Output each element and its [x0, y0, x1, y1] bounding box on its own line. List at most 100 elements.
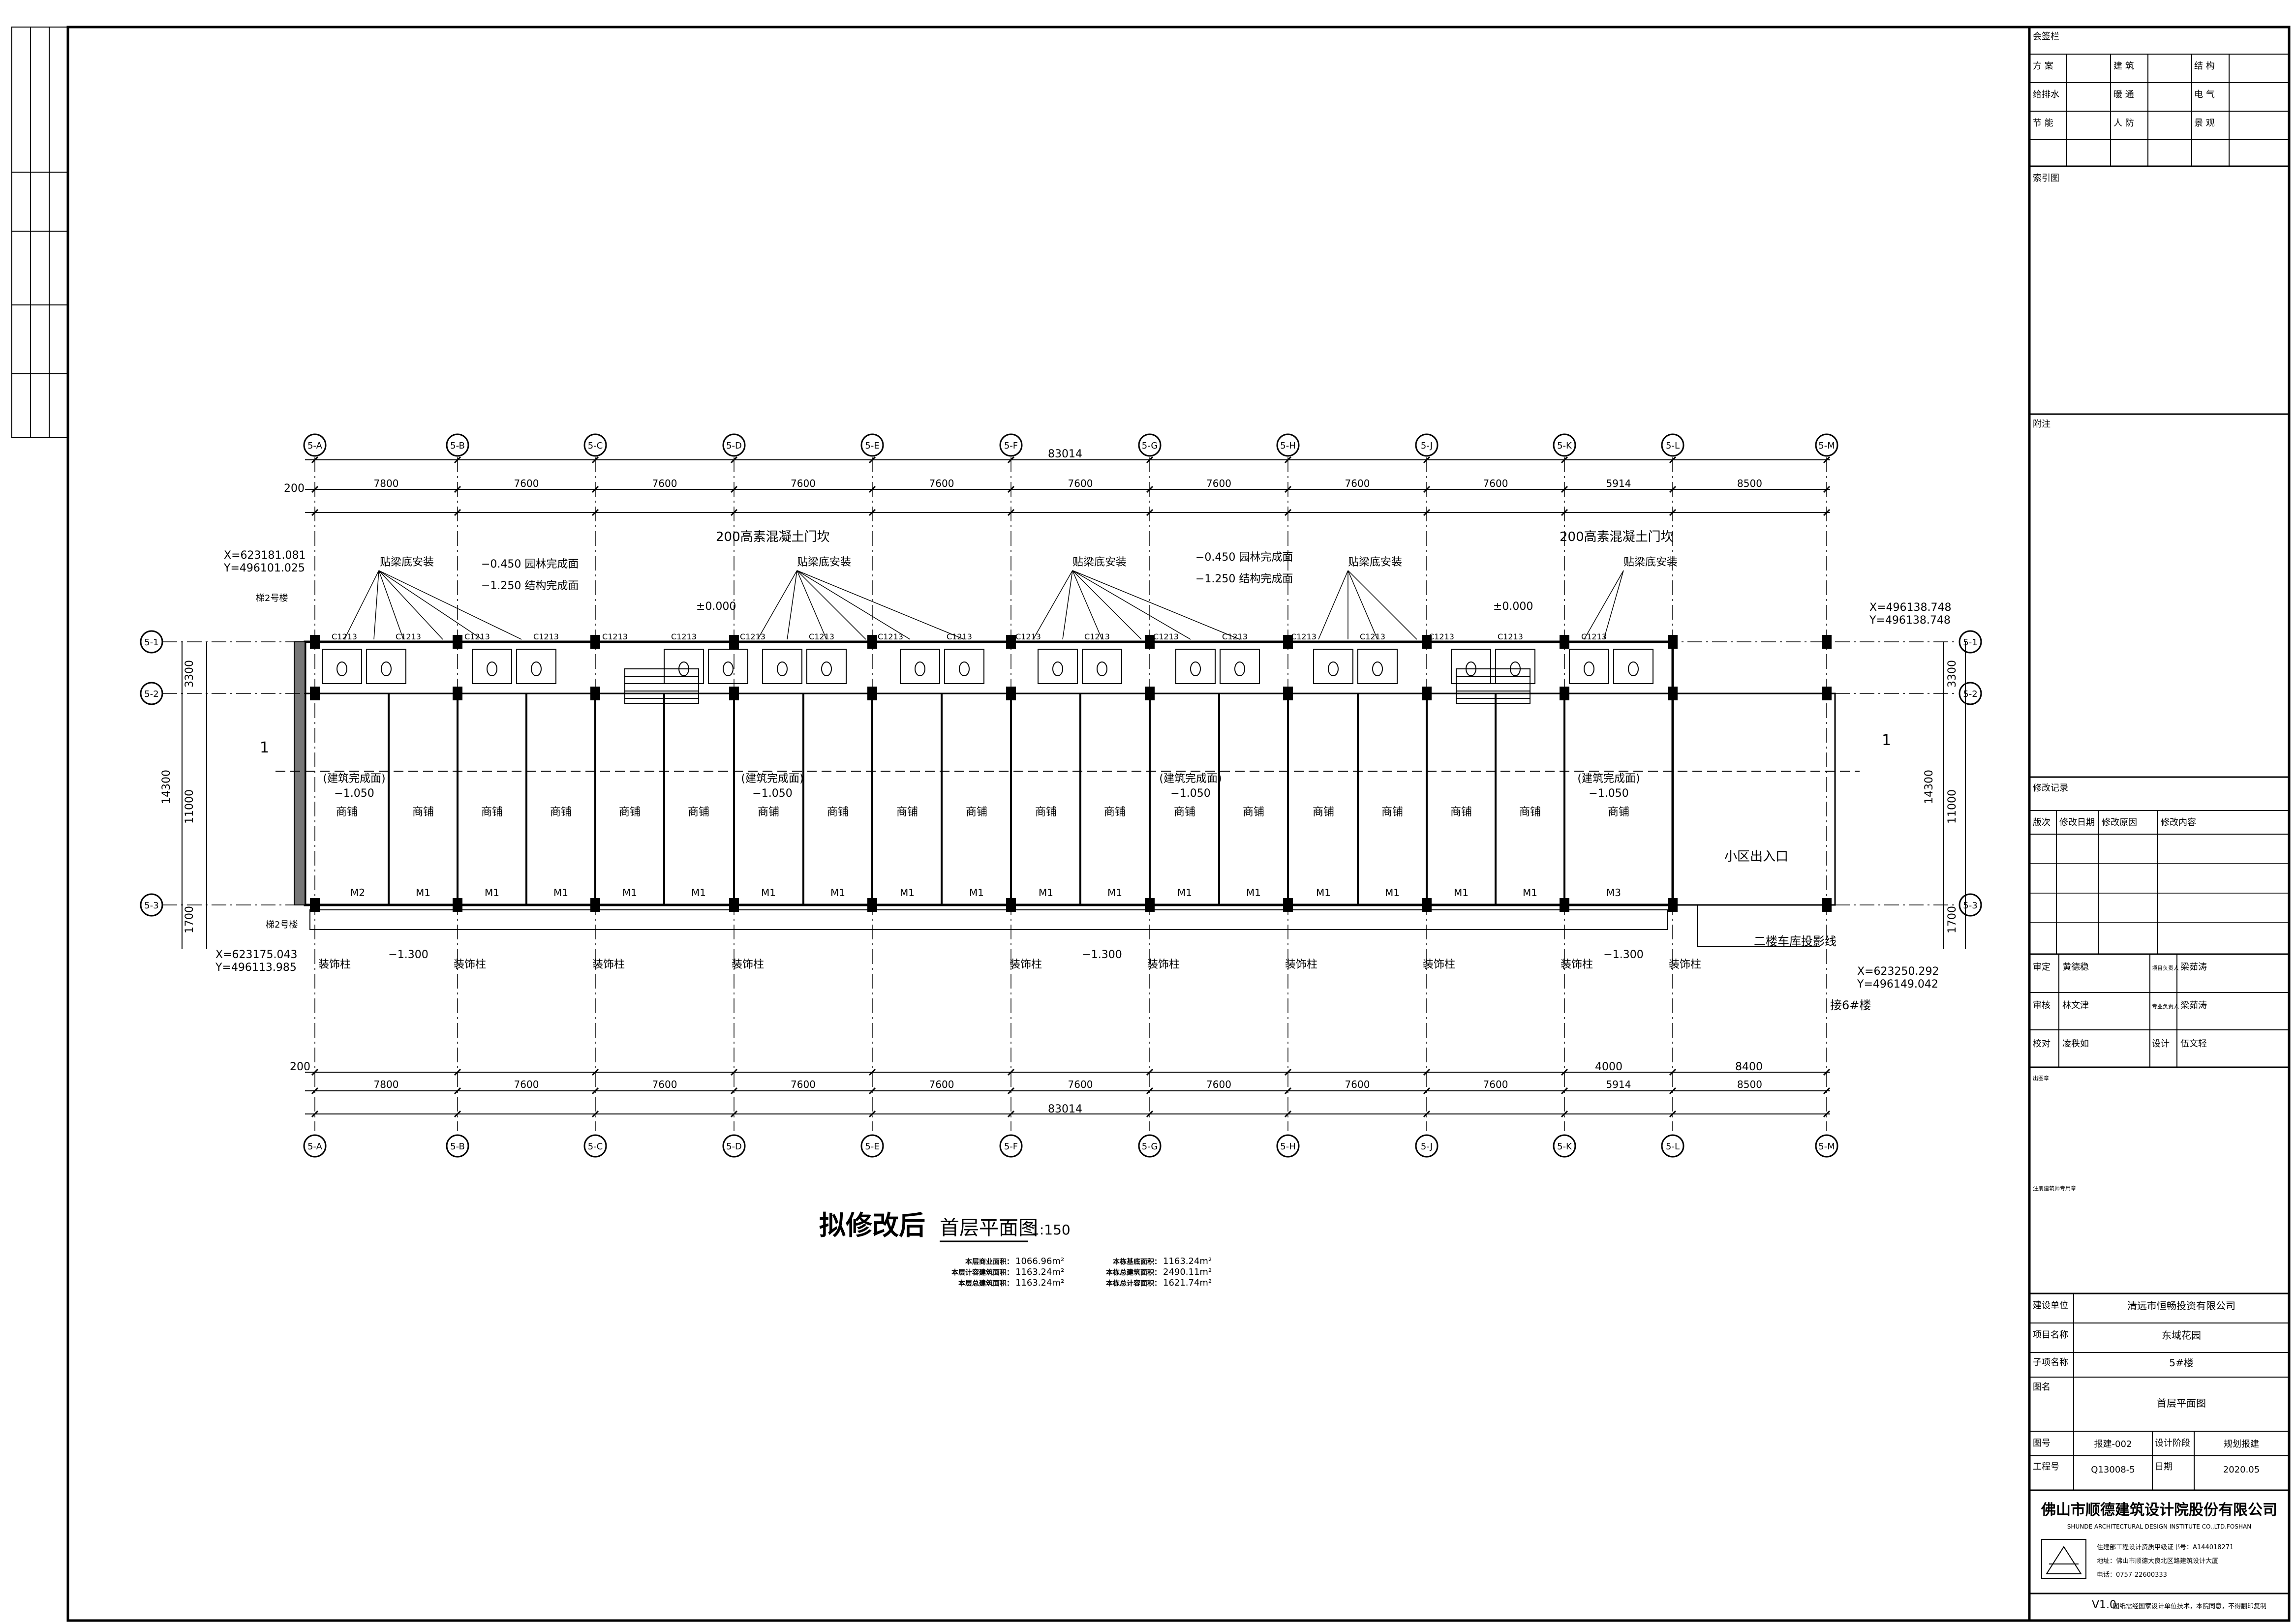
grid-bubble-label: 5-D: [726, 1142, 742, 1152]
sig-civil: 人 防: [2113, 118, 2134, 128]
shop-label: 商铺: [1608, 806, 1629, 818]
dim-tick: [730, 1068, 738, 1076]
toilet-icon: [531, 661, 542, 676]
grid-bubble: [1415, 1134, 1439, 1158]
shop-label: 商铺: [550, 806, 572, 818]
window-label: C1213: [1360, 632, 1385, 641]
dim-tick: [1823, 485, 1831, 493]
drawing-name: 首层平面图: [2157, 1397, 2206, 1409]
dim-tick: [1823, 1087, 1831, 1095]
dim-bay-top: 7600: [1068, 478, 1093, 489]
dim-bay-bottom: 7600: [1483, 1079, 1508, 1090]
grid-bubble: [999, 1134, 1023, 1158]
sig-energy: 节 能: [2033, 118, 2053, 128]
dim-bay-bottom: 7600: [1345, 1079, 1370, 1090]
stage-label: 设计阶段: [2155, 1438, 2190, 1448]
dim-tick: [1007, 1068, 1015, 1076]
toilet-icon: [1190, 661, 1201, 676]
dim-side-1700: 1700: [184, 906, 196, 933]
shop-label: 商铺: [336, 806, 358, 818]
dim-tick: [591, 1087, 599, 1095]
dim-tick: [454, 456, 461, 464]
garage-line-label: 二楼车库投影线: [1754, 934, 1837, 948]
decor-col-label: 装饰柱: [1010, 959, 1042, 971]
decor-col-label: 装饰柱: [1669, 959, 1701, 971]
door-label: M1: [1246, 887, 1261, 899]
door-label: M1: [1454, 887, 1469, 899]
grid-bubble: [583, 433, 607, 457]
dimension-lines: [182, 459, 1966, 1114]
grid-bubble-label: 5-J: [1421, 1142, 1433, 1152]
dim-bay-top: 7600: [929, 478, 954, 489]
grid-axes: 5-A5-A5-B5-B5-C5-C5-D5-D5-E5-E5-F5-F5-G5…: [140, 433, 1982, 1158]
dimension-text: 7800780076007600760076007600760076007600…: [311, 456, 1831, 1118]
window-label: C1213: [671, 632, 697, 641]
grid-bubble: [446, 1134, 469, 1158]
dim-bay-top: 7800: [374, 478, 399, 489]
project-label: 项目名称: [2033, 1330, 2068, 1340]
dim-tick: [1561, 1110, 1568, 1118]
dim-side-r-1700: 1700: [1946, 906, 1959, 933]
dim-tick: [1007, 1087, 1015, 1095]
grid-bubble: [1815, 1134, 1838, 1158]
toilet-icon: [1052, 661, 1063, 676]
finish-level: −1.050: [334, 787, 374, 800]
dim-tick: [1423, 1110, 1431, 1118]
stairs-2-top: 梯2号楼: [256, 593, 288, 603]
shop-labels: 商铺商铺商铺商铺商铺商铺商铺商铺商铺商铺商铺商铺商铺商铺商铺商铺商铺商铺商铺(建…: [323, 773, 1640, 818]
decor-col-label: 装饰柱: [1423, 959, 1455, 971]
dim-bay-bottom: 7600: [791, 1079, 816, 1090]
grid-bubble-label: 5-M: [1818, 441, 1835, 451]
dim-side-r-overall: 14300: [1923, 770, 1935, 804]
sig-hvac: 暖 通: [2113, 90, 2134, 100]
company-cert: 住建部工程设计资质甲级证书号：A144018271: [2097, 1544, 2234, 1551]
dim-tick: [1823, 456, 1831, 464]
grid-bubble: [999, 433, 1023, 457]
grid-bubble: [1661, 1134, 1684, 1158]
dim-tick: [1423, 456, 1431, 464]
grid-bubble: [1138, 433, 1162, 457]
dim-bay-top: 7600: [514, 478, 539, 489]
toilet-icon: [821, 661, 832, 676]
garden-level-2: −0.450 园林完成面: [1195, 551, 1293, 564]
dim-tick: [1561, 456, 1568, 464]
finish-label: (建筑完成面): [323, 773, 385, 785]
zero-level-2: ±0.000: [1493, 601, 1533, 613]
grid-bubble: [1553, 1134, 1576, 1158]
dim-tick: [868, 1110, 876, 1118]
shop-label: 商铺: [619, 806, 641, 818]
dim-side-r-11000: 11000: [1946, 789, 1959, 824]
toilet-room: [1220, 649, 1260, 684]
door-label: M1: [416, 887, 430, 899]
job-value: Q13008-5: [2091, 1465, 2135, 1475]
grid-bubble: [1553, 433, 1576, 457]
decor-col-label: 装饰柱: [1147, 959, 1180, 971]
review-approve: 审定: [2033, 962, 2051, 972]
area-value: 2490.11m²: [1163, 1267, 1212, 1277]
stamp-reg-label: 注册建筑师专用章: [2033, 1185, 2076, 1192]
grid-bubble-label: 5-A: [307, 1142, 323, 1152]
no-label: 图号: [2033, 1438, 2051, 1448]
outdoor-level: −1.300: [388, 949, 428, 961]
dim-bay-bottom: 7600: [1068, 1079, 1093, 1090]
decor-col-label: 装饰柱: [1285, 959, 1317, 971]
grid-bubble-label: 5-M: [1818, 1142, 1835, 1152]
dim-tick: [1284, 509, 1292, 516]
dim-tick: [1823, 509, 1831, 516]
date-value: 2020.05: [2223, 1465, 2260, 1475]
dim-bay-bottom: 8500: [1737, 1079, 1762, 1090]
review-proof-name: 凌秩如: [2062, 1039, 2089, 1049]
date-label: 日期: [2155, 1462, 2173, 1472]
dim-bay-top: 5914: [1606, 478, 1631, 489]
coord-tr-y: Y=496138.748: [1869, 614, 1951, 627]
door-label: M1: [485, 887, 499, 899]
toilet-room: [708, 649, 748, 684]
grid-bubble-label: 5-E: [865, 1142, 879, 1152]
company-name: 佛山市顺德建筑设计院股份有限公司: [2041, 1502, 2277, 1519]
toilet-room: [762, 649, 802, 684]
door-label: M3: [1606, 887, 1621, 899]
struct-level-2: −1.250 结构完成面: [1195, 573, 1293, 585]
version-note: 图纸需经国家设计单位技术，本院同意，不得翻印复制: [2113, 1602, 2266, 1610]
sub-label: 子项名称: [2033, 1357, 2068, 1368]
dim-tick: [591, 1110, 599, 1118]
